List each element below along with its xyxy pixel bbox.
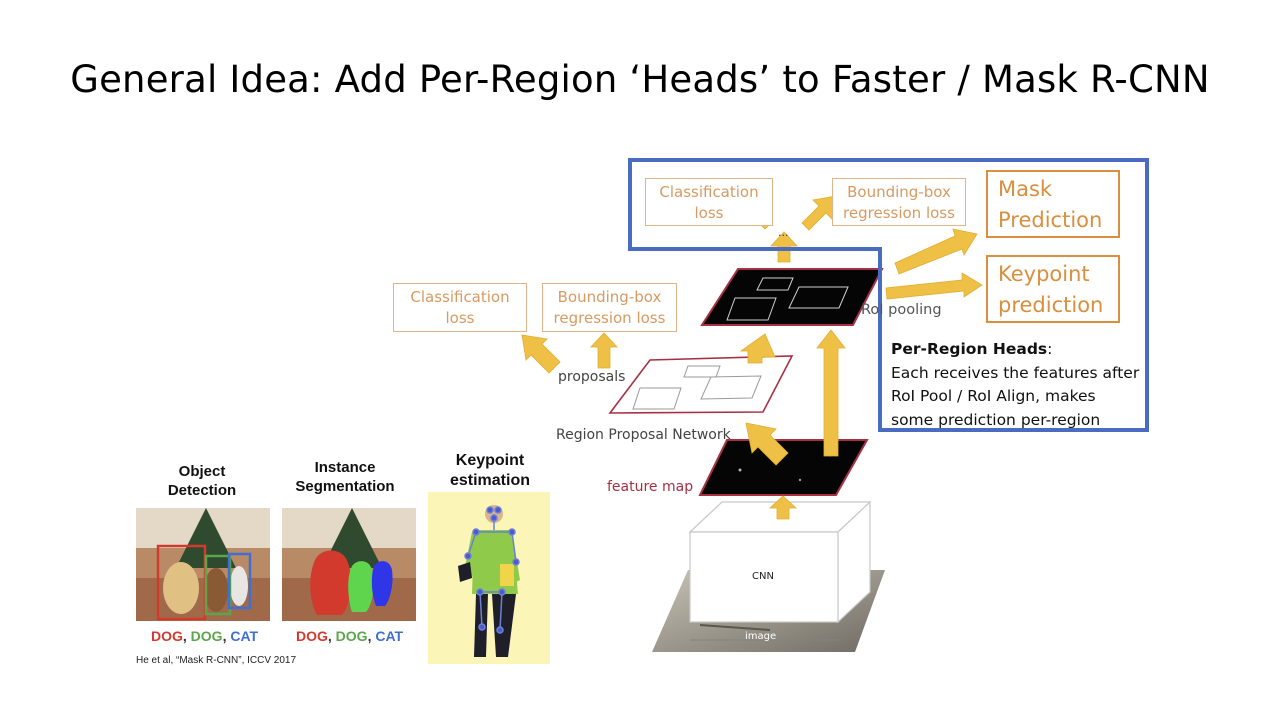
arrow-cnn-to-feature <box>768 495 798 520</box>
detection-caption: DOG, DOG, CAT <box>151 628 258 644</box>
cnn-box-front <box>689 531 839 623</box>
keypoint-estimation-line2: estimation <box>449 472 530 489</box>
image-texture <box>699 624 771 631</box>
arrow-to-rpn-cls-loss <box>521 334 561 374</box>
feature-map-label: feature map <box>607 479 694 495</box>
roi-pooling-label: RoI pooling <box>861 302 942 318</box>
roi-rect <box>726 297 777 321</box>
caption-dog-1: DOG <box>296 628 328 644</box>
mask-head-line1: Mask <box>998 177 1053 201</box>
caption-dog-2: DOG <box>190 628 223 644</box>
image-label: image <box>745 631 777 642</box>
instance-segmentation-image <box>282 508 416 621</box>
keypoint-estimation-line1: Keypoint <box>455 452 525 469</box>
keypoint-head-line2: prediction <box>998 293 1104 317</box>
object-detection-line2: Detection <box>167 482 237 499</box>
proposal-rect <box>700 375 762 400</box>
caption-separator: , <box>182 628 191 644</box>
caption-cat: CAT <box>230 628 259 644</box>
cnn-label: CNN <box>752 571 774 582</box>
bbox-loss-line1: Bounding-box <box>847 183 951 201</box>
per-region-heads-heading: Per-Region Heads: <box>891 338 1153 362</box>
mask-prediction-box: Mask Prediction <box>986 170 1120 238</box>
ellipsis: ... <box>778 226 789 239</box>
rpn-plane <box>608 355 794 414</box>
roi-feature-plane <box>700 268 884 326</box>
caption-dog-2: DOG <box>335 628 368 644</box>
caption-separator: , <box>367 628 376 644</box>
caption-dog-1: DOG <box>151 628 183 644</box>
rpn-bbox-loss-line2: regression loss <box>553 309 666 327</box>
object-detection-line1: Object <box>178 463 226 480</box>
arrow-to-mask-head <box>894 228 978 275</box>
keypoint-estimation-image <box>428 492 550 664</box>
region-proposal-network-label: Region Proposal Network <box>556 427 731 443</box>
arrow-to-keypoint-head <box>885 272 983 300</box>
object-detection-image <box>136 508 270 621</box>
citation: He et al, “Mask R-CNN”, ICCV 2017 <box>136 655 297 666</box>
feature-dot <box>738 468 742 472</box>
proposals-label: proposals <box>558 369 626 385</box>
bbox-regression-loss-box: Bounding-box regression loss <box>832 178 966 226</box>
description-line-3: some prediction per-region <box>891 410 1101 429</box>
roi-rect <box>788 286 849 309</box>
rpn-bbox-regression-loss-box: Bounding-box regression loss <box>542 283 677 332</box>
classification-loss-line2: loss <box>694 204 724 222</box>
object-detection-label: Object Detection <box>146 462 258 500</box>
per-region-heads-colon: : <box>1047 340 1053 358</box>
segmentation-caption: DOG, DOG, CAT <box>296 628 403 644</box>
rpn-cls-loss-line2: loss <box>445 309 475 327</box>
caption-cat: CAT <box>375 628 404 644</box>
rpn-bbox-loss-line1: Bounding-box <box>557 288 662 306</box>
mask-head-line2: Prediction <box>998 208 1103 232</box>
caption-separator: , <box>327 628 336 644</box>
rpn-classification-loss-box: Classification loss <box>393 283 527 332</box>
feature-dot <box>798 478 802 482</box>
classification-loss-line1: Classification <box>659 183 759 201</box>
per-region-heads-description: Per-Region Heads: Each receives the feat… <box>891 338 1153 432</box>
roi-rect <box>756 277 794 291</box>
instance-segmentation-line1: Instance <box>314 459 376 476</box>
bbox-loss-line2: regression loss <box>843 204 955 222</box>
description-line-2: RoI Pool / RoI Align, makes <box>891 387 1096 405</box>
per-region-heads-title: Per-Region Heads <box>891 340 1048 358</box>
instance-segmentation-label: Instance Segmentation <box>280 458 410 496</box>
keypoint-prediction-box: Keypoint prediction <box>986 255 1120 323</box>
arrow-feature-to-roi <box>816 329 846 457</box>
arrow-rpn-to-roi <box>739 333 776 364</box>
arrow-feature-to-rpn <box>745 422 789 466</box>
caption-separator: , <box>222 628 231 644</box>
proposal-rect <box>632 387 682 410</box>
per-region-heads-panel <box>628 158 1149 432</box>
description-line-1: Each receives the features after <box>891 363 1140 382</box>
keypoint-estimation-label: Keypoint estimation <box>430 451 550 491</box>
rpn-cls-loss-line1: Classification <box>410 288 510 306</box>
slide-title: General Idea: Add Per-Region ‘Heads’ to … <box>70 58 1210 101</box>
keypoint-head-line1: Keypoint <box>998 262 1090 286</box>
arrow-to-rpn-bbox-loss <box>590 332 618 369</box>
classification-loss-box: Classification loss <box>645 178 773 226</box>
instance-segmentation-line2: Segmentation <box>295 478 395 495</box>
